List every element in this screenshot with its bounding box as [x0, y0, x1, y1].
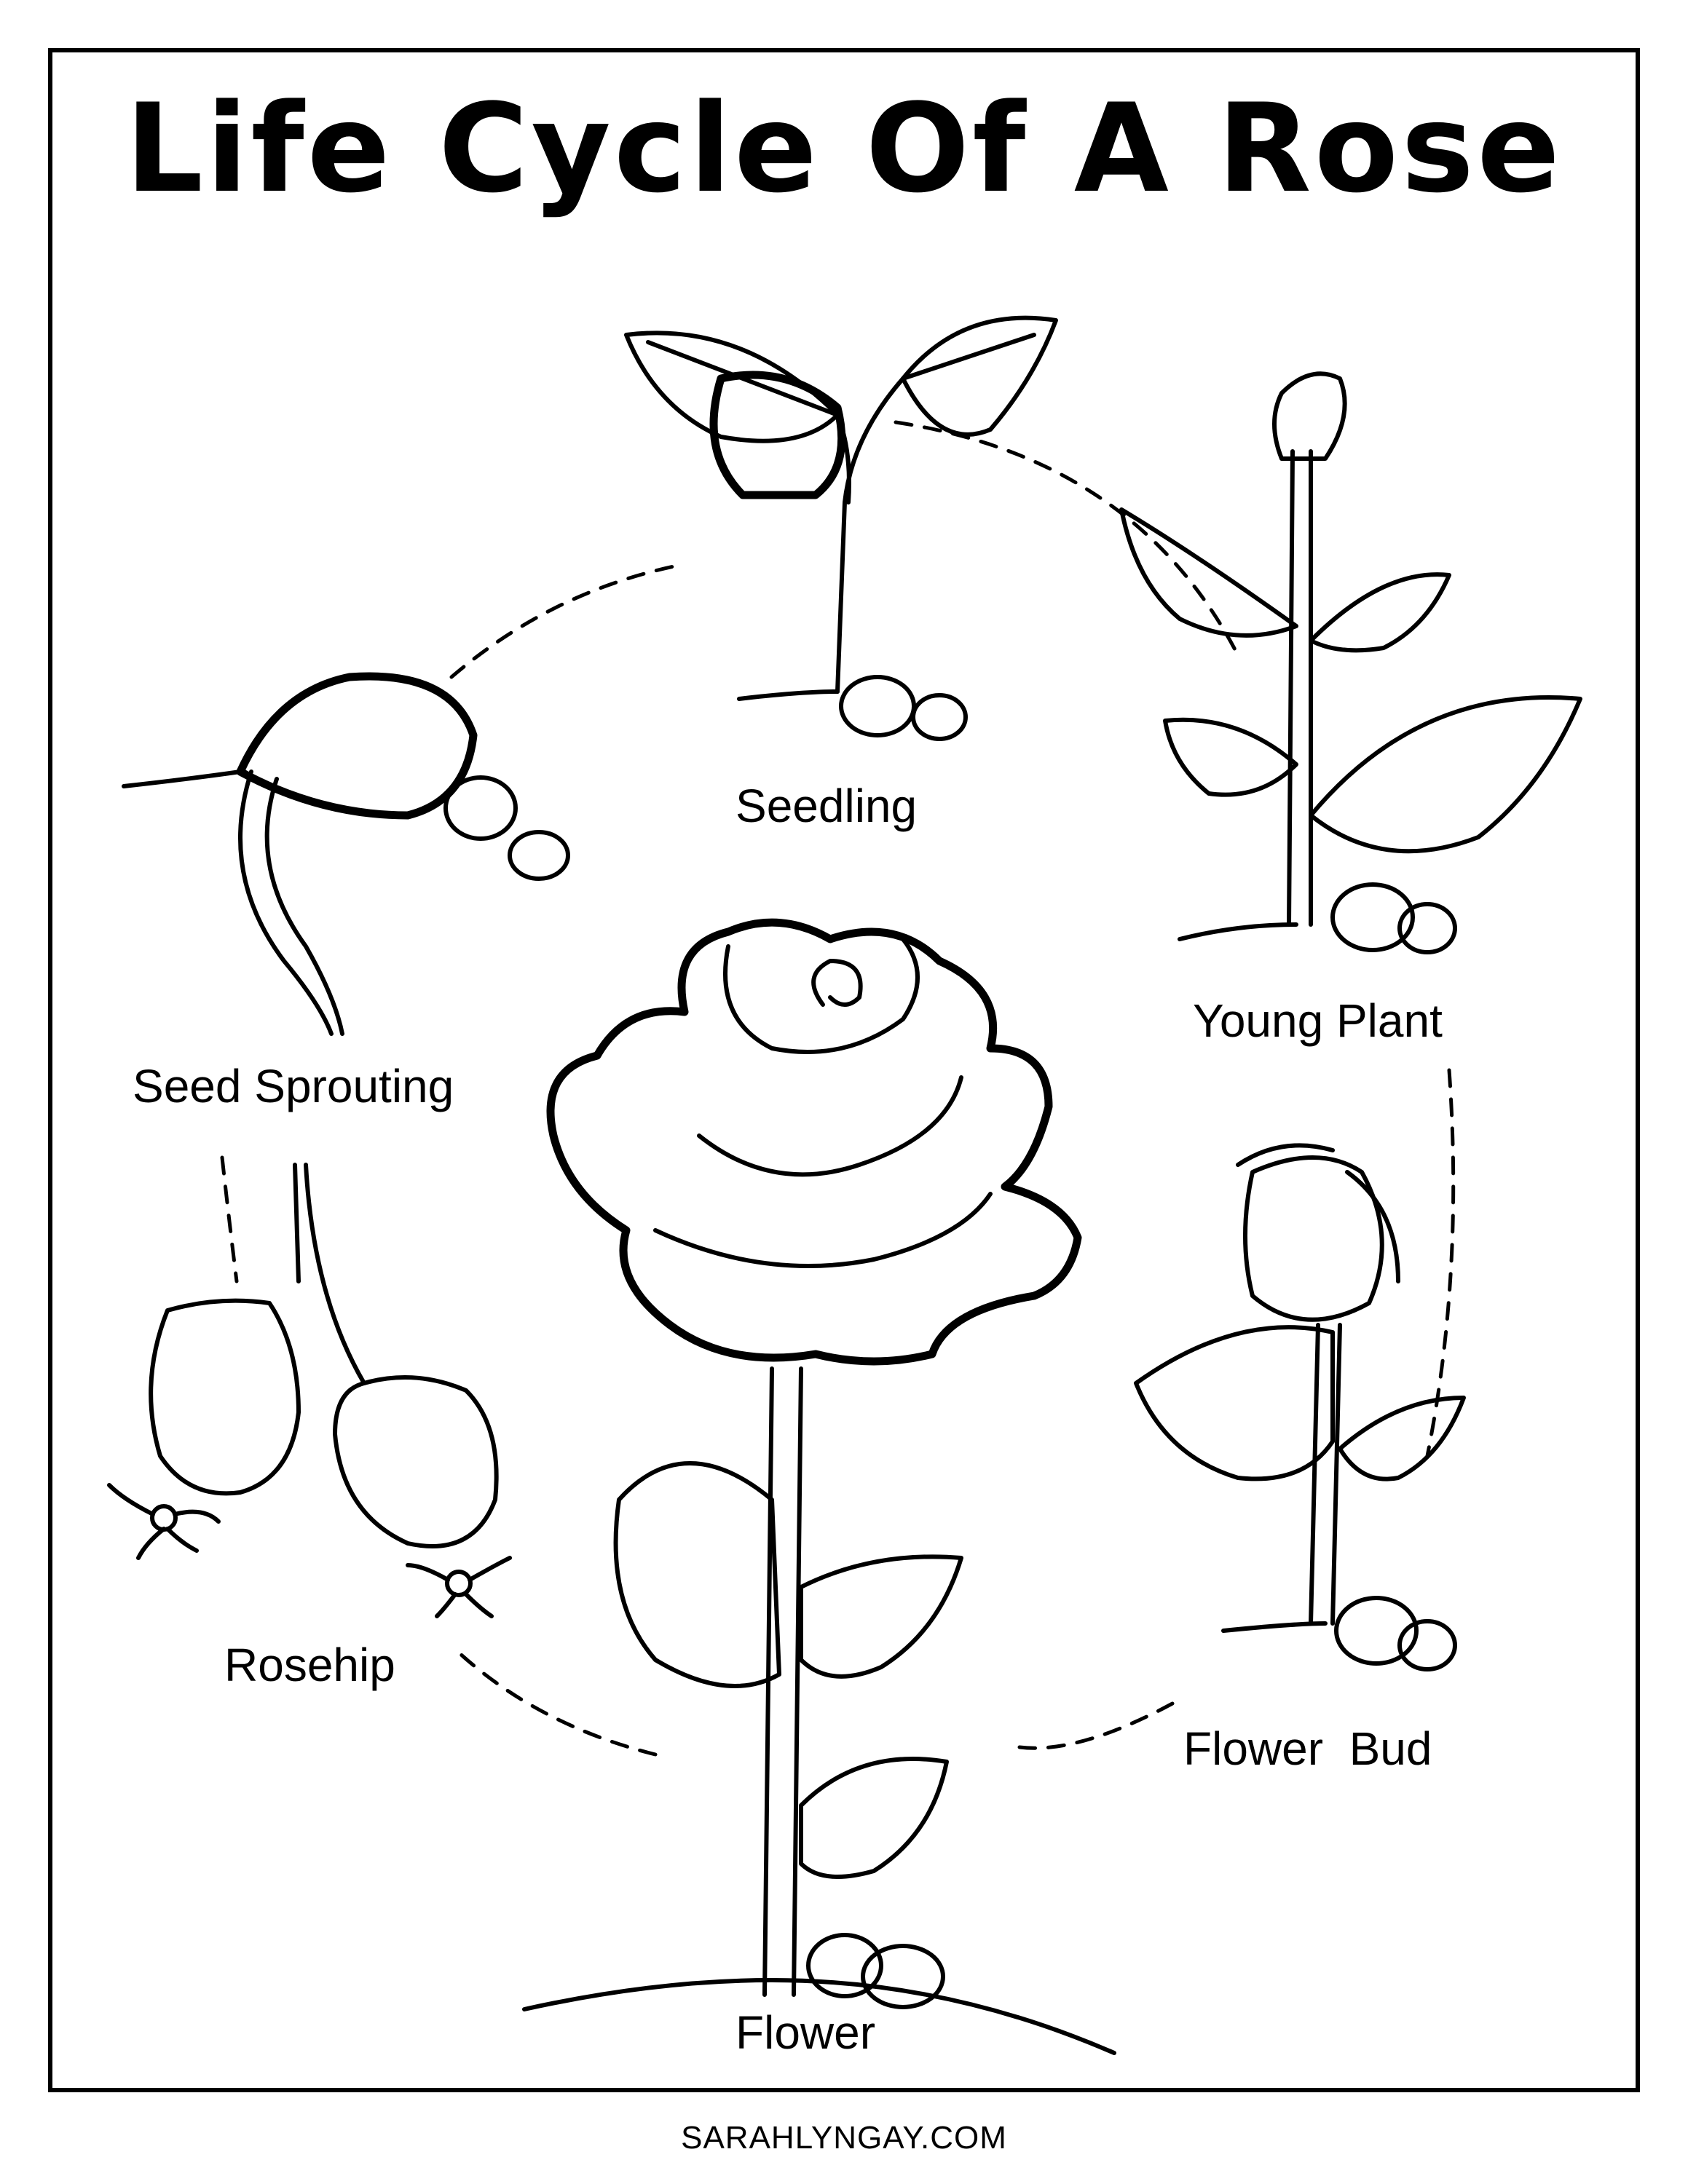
- cycle-arrow-flower-to-rosehip: [457, 1650, 658, 1757]
- seedling-illustration: [624, 315, 1058, 741]
- young-plant-illustration: [1119, 371, 1582, 954]
- stage-label-seedling: Seedling: [735, 780, 918, 832]
- cycle-arrow-rosehip-to-sprouting: [220, 1155, 239, 1283]
- page-title: Life Cycle Of A Rose: [125, 77, 1563, 220]
- seed-sprouting-illustration: [122, 672, 570, 1036]
- stage-label-flower: Flower: [735, 2006, 876, 2059]
- flower-bud-illustration: [1134, 1143, 1466, 1671]
- stage-label-seed-sprouting: Seed Sprouting: [133, 1060, 454, 1112]
- rosehip-illustration: [107, 1163, 512, 1618]
- cycle-arrow-sprouting-to-seedling: [449, 562, 687, 679]
- stage-label-rosehip: Rosehip: [224, 1639, 395, 1691]
- rose-flower-illustration: [522, 918, 1116, 2055]
- cycle-arrow-young-plant-to-bud: [1425, 1068, 1456, 1458]
- site-credit: SARAHLYNGAY.COM: [681, 2120, 1007, 2156]
- stage-label-flower-bud: Flower Bud: [1183, 1722, 1432, 1775]
- stage-label-young-plant: Young Plant: [1193, 994, 1443, 1047]
- page-border: [48, 48, 1640, 2092]
- cycle-arrow-bud-to-flower: [1017, 1701, 1175, 1750]
